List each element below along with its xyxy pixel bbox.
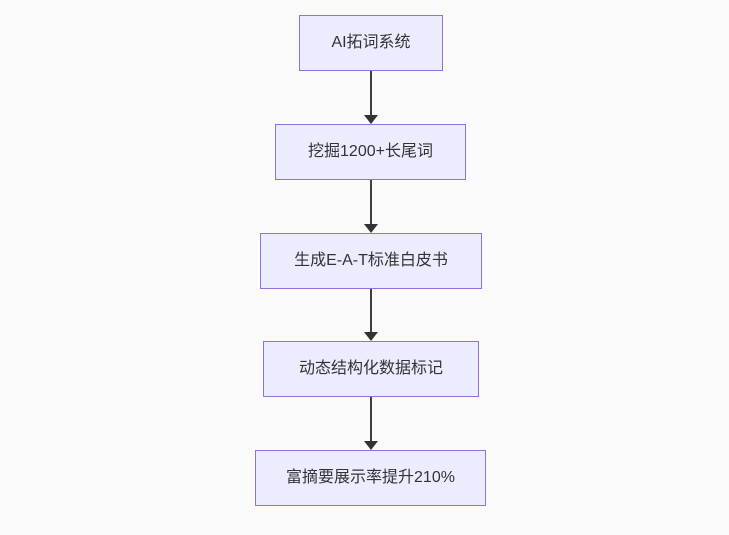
flowchart-edge-1	[364, 71, 378, 124]
flowchart-node-ai-keyword-system: AI拓词系统	[299, 15, 443, 71]
arrowhead-down-icon	[364, 224, 378, 233]
edge-line	[370, 180, 372, 225]
flowchart-node-rich-snippet-result: 富摘要展示率提升210%	[255, 450, 486, 506]
arrowhead-down-icon	[364, 332, 378, 341]
flowchart-edge-2	[364, 180, 378, 233]
flowchart-edge-4	[364, 397, 378, 450]
arrowhead-down-icon	[364, 441, 378, 450]
flowchart-node-eat-whitepaper: 生成E-A-T标准白皮书	[260, 233, 482, 289]
flowchart-node-longtail-mining: 挖掘1200+长尾词	[275, 124, 466, 180]
flowchart-edge-3	[364, 289, 378, 341]
edge-line	[370, 397, 372, 442]
edge-line	[370, 289, 372, 333]
arrowhead-down-icon	[364, 115, 378, 124]
edge-line	[370, 71, 372, 116]
flowchart-node-structured-data-markup: 动态结构化数据标记	[263, 341, 479, 397]
